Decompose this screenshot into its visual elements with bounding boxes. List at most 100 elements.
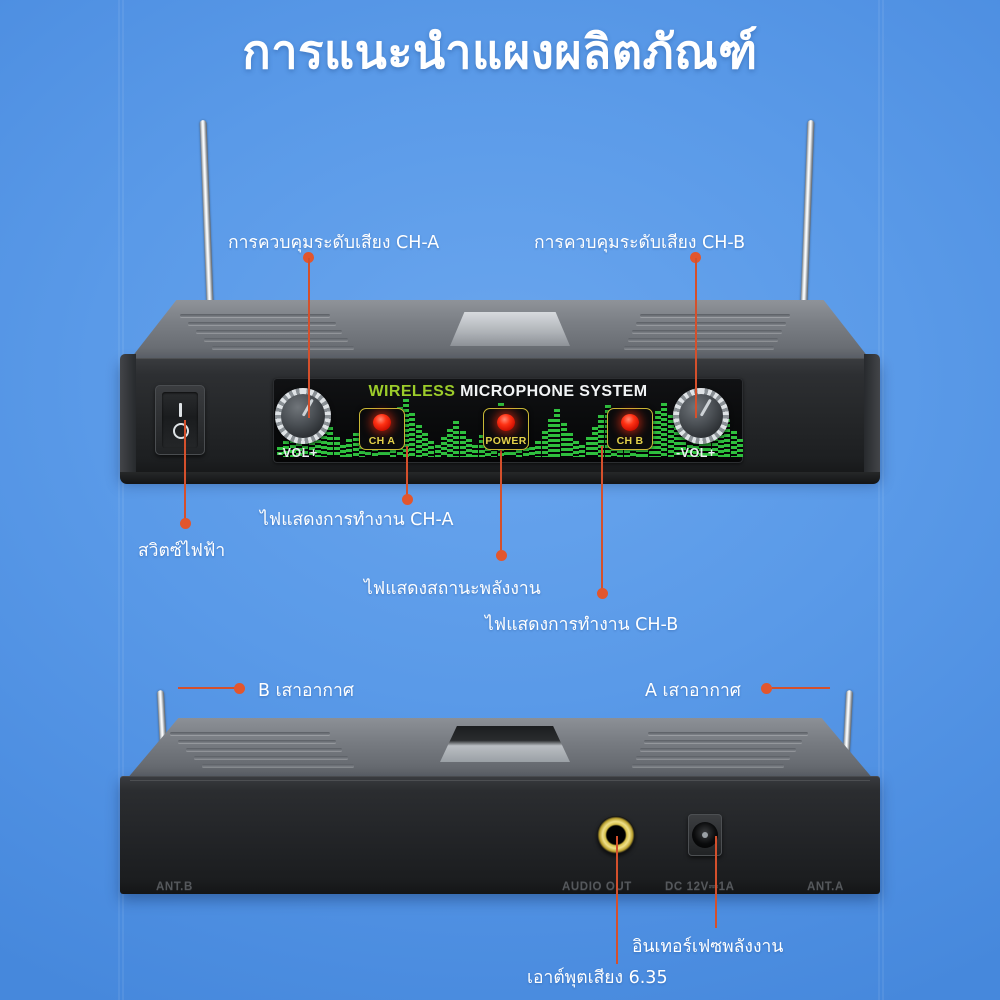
callout-dot-vol-ch-b xyxy=(690,252,701,263)
equalizer-bar xyxy=(560,423,567,457)
callout-label-vol-ch-a: การควบคุมระดับเสียง CH-A xyxy=(228,233,440,253)
equalizer-bar xyxy=(535,441,542,457)
receiver-front-view: WIRELESS MICROPHONE SYSTEM CH A POWER CH… xyxy=(120,300,880,495)
power-off-symbol-icon xyxy=(173,423,189,439)
equalizer-bar xyxy=(289,435,296,457)
brand-word-microphone-system: MICROPHONE SYSTEM xyxy=(460,383,648,400)
vent-slot xyxy=(212,346,354,349)
port-label-ant-a: ANT.A xyxy=(807,881,844,893)
callout-line-power-switch xyxy=(184,420,186,520)
volume-label-right: -VOL+ xyxy=(676,446,716,460)
callout-label-power-switch: สวิตซ์ไฟฟ้า xyxy=(138,541,226,561)
callout-dot-antenna-b xyxy=(234,683,245,694)
equalizer-bar xyxy=(529,447,535,457)
callout-dot-antenna-a xyxy=(761,683,772,694)
led-power-icon xyxy=(497,414,515,431)
callout-line-antenna-b xyxy=(178,687,236,689)
vent-slot xyxy=(640,314,790,317)
vent-slot xyxy=(178,740,336,743)
callout-label-vol-ch-b: การควบคุมระดับเสียง CH-B xyxy=(534,233,746,253)
callout-label-antenna-a: A เสาอากาศ xyxy=(645,681,741,701)
equalizer-bar xyxy=(655,411,661,457)
equalizer-bar xyxy=(415,425,422,457)
led-ch-b-icon xyxy=(621,414,639,431)
vent-slot xyxy=(170,732,330,735)
equalizer-bar xyxy=(409,413,416,457)
equalizer-bar xyxy=(302,431,309,457)
indicator-ch-b[interactable]: CH B xyxy=(607,408,653,450)
chassis-rear-seam xyxy=(130,780,870,781)
chassis-edge-right xyxy=(864,354,880,480)
vent-slot xyxy=(636,756,790,759)
port-label-dc-in: DC 12V⎓1A xyxy=(665,881,735,893)
background-seam xyxy=(882,0,884,1000)
equalizer-bar xyxy=(403,399,409,457)
equalizer-bar xyxy=(466,439,472,457)
background-seam xyxy=(878,0,880,1000)
equalizer-bar xyxy=(541,431,548,457)
callout-line-audio-out xyxy=(616,836,618,964)
vent-slot xyxy=(632,764,784,767)
equalizer-bar xyxy=(680,437,687,457)
indicator-power-label: POWER xyxy=(485,435,527,447)
equalizer-bar xyxy=(522,443,529,457)
power-switch-rocker[interactable] xyxy=(162,392,198,448)
equalizer-bar xyxy=(447,429,454,457)
equalizer-bar xyxy=(472,445,479,457)
callout-label-audio-out: เอาต์พุตเสียง 6.35 xyxy=(527,968,668,988)
callout-label-led-power: ไฟแสดงสถานะพลังงาน xyxy=(364,579,541,599)
equalizer-bar xyxy=(365,447,372,457)
equalizer-bar xyxy=(598,415,605,457)
equalizer-bar xyxy=(554,409,561,457)
equalizer-bar xyxy=(629,443,636,457)
equalizer-bar xyxy=(283,441,290,457)
volume-knob-ch-a[interactable] xyxy=(275,388,331,444)
equalizer-bar xyxy=(736,439,743,457)
equalizer-bar xyxy=(547,419,554,457)
equalizer-bar xyxy=(478,435,485,457)
callout-label-power-port: อินเทอร์เฟซพลังงาน xyxy=(632,937,784,957)
equalizer-bar xyxy=(730,431,737,457)
background-seam xyxy=(118,0,120,1000)
equalizer-bar xyxy=(340,445,346,457)
volume-knob-ch-b[interactable] xyxy=(673,388,729,444)
callout-line-vol-ch-b xyxy=(695,258,697,418)
equalizer-bar xyxy=(434,445,441,457)
callout-dot-led-power xyxy=(496,550,507,561)
equalizer-bar xyxy=(421,433,428,457)
chassis-rear-face xyxy=(120,776,880,894)
vent-slot xyxy=(202,764,354,767)
power-on-symbol-icon xyxy=(178,403,182,417)
vent-slot xyxy=(644,740,802,743)
receiver-rear-view: ANT.B AUDIO OUT DC 12V⎓1A ANT.A xyxy=(120,718,880,908)
vent-slot xyxy=(640,748,796,751)
indicator-ch-a-label: CH A xyxy=(368,435,396,447)
power-switch[interactable] xyxy=(155,385,205,455)
callout-label-antenna-b: B เสาอากาศ xyxy=(258,681,354,701)
equalizer-bar xyxy=(295,443,302,457)
indicator-power[interactable]: POWER xyxy=(483,408,529,450)
volume-knob-ch-a-cap[interactable] xyxy=(281,394,325,438)
callout-line-antenna-a xyxy=(772,687,830,689)
indicator-ch-a[interactable]: CH A xyxy=(359,408,405,450)
equalizer-bar xyxy=(724,419,731,457)
volume-knob-ch-b-cap[interactable] xyxy=(679,394,723,438)
vent-slot xyxy=(636,322,786,325)
equalizer-bar xyxy=(592,427,598,457)
callout-dot-led-ch-a xyxy=(402,494,413,505)
antenna-rod-left-front xyxy=(199,120,214,316)
equalizer-bar xyxy=(459,431,466,457)
equalizer-bar xyxy=(277,447,283,457)
callout-label-led-ch-b: ไฟแสดงการทำงาน CH-B xyxy=(485,615,679,635)
equalizer-bar xyxy=(585,437,592,457)
equalizer-bar xyxy=(327,427,334,457)
led-ch-a-icon xyxy=(373,414,391,431)
equalizer-bar xyxy=(333,437,340,457)
vent-slot xyxy=(632,330,782,333)
equalizer-bar xyxy=(573,441,580,457)
chassis-top-window xyxy=(450,312,570,346)
vent-slot xyxy=(628,338,778,341)
callout-dot-led-ch-b xyxy=(597,588,608,599)
background-seam xyxy=(122,0,124,1000)
